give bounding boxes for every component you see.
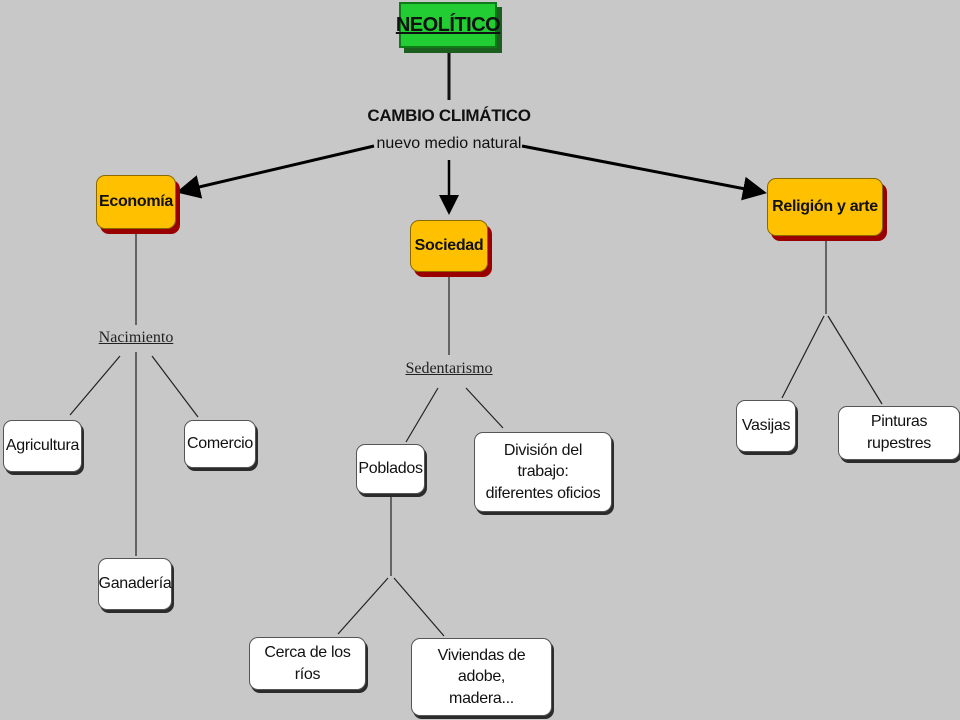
connector-nacimiento-comercio: [151, 355, 199, 418]
connector-split-cerca: [337, 577, 389, 635]
category-sociedad[interactable]: Sociedad: [410, 220, 488, 272]
leaf-cerca-rios[interactable]: Cerca de los ríos: [249, 637, 366, 690]
center-node-title[interactable]: CAMBIO CLIMÁTICO: [367, 106, 531, 125]
leaf-comercio[interactable]: Comercio: [184, 420, 256, 468]
leaf-viviendas-line1: Viviendas de adobe,: [437, 646, 526, 686]
leaf-poblados[interactable]: Poblados: [356, 444, 425, 494]
leaf-division-trabajo[interactable]: División del trabajo: diferentes oficios: [474, 432, 612, 512]
category-economia[interactable]: Economía: [96, 175, 176, 229]
arrow-to-religion: [521, 144, 767, 201]
link-word-sedentarismo: Sedentarismo: [404, 357, 494, 381]
leaf-viviendas[interactable]: Viviendas de adobe, madera...: [411, 638, 552, 716]
leaf-division-line2: diferentes oficios: [485, 484, 601, 502]
leaf-vasijas[interactable]: Vasijas: [736, 400, 796, 452]
root-node-neolitico[interactable]: NEOLÍTICO: [396, 2, 501, 48]
link-word-nacimiento: Nacimiento: [96, 326, 176, 350]
connector-sedentarismo-division: [465, 387, 504, 429]
arrow-to-economia: [176, 144, 375, 199]
connector-nacimiento-agricultura: [69, 355, 121, 416]
connector-split-vasijas: [781, 315, 825, 399]
connector-split-viviendas: [393, 577, 445, 637]
connector-split-pinturas: [827, 315, 883, 405]
leaf-pinturas-rupestres[interactable]: Pinturas rupestres: [838, 406, 960, 460]
leaf-agricultura[interactable]: Agricultura: [3, 420, 82, 472]
connector-sedentarismo-poblados: [405, 387, 439, 443]
category-religion[interactable]: Religión y arte: [767, 178, 883, 236]
leaf-division-line1: División del trabajo:: [503, 441, 583, 481]
leaf-ganaderia[interactable]: Ganadería: [98, 558, 172, 610]
center-node-subtitle: nuevo medio natural: [376, 135, 522, 152]
leaf-viviendas-line2: madera...: [449, 689, 514, 707]
